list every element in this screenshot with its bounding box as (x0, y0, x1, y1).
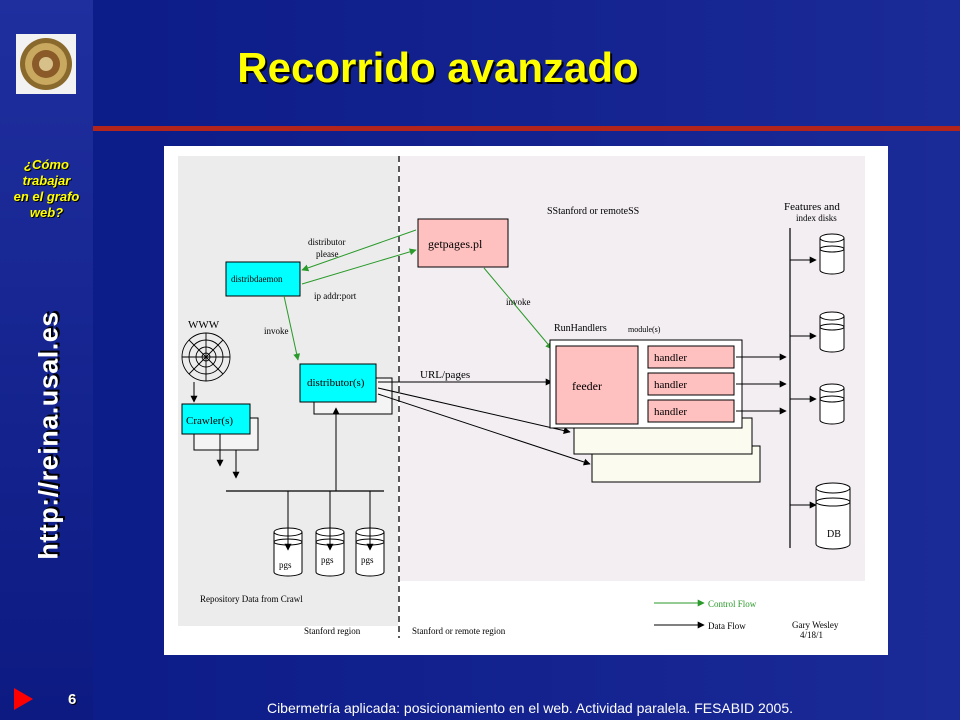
sidebar: ¿Cómo trabajar en el grafo web? http://r… (0, 0, 93, 720)
feeder-label: feeder (572, 379, 602, 393)
db-disk (815, 482, 851, 550)
distributor-label: distributor(s) (307, 377, 365, 389)
ip-addr-port-label: ip addr:port (314, 291, 357, 301)
www-globe-icon (181, 332, 231, 382)
handler-box-2 (647, 372, 735, 396)
control-flow-request (301, 229, 417, 272)
legend-data-label: Data Flow (708, 621, 746, 631)
pgs-label-3: pgs (361, 555, 374, 565)
data-flow-module-2 (377, 387, 571, 435)
slide-title: Recorrido avanzado (237, 44, 639, 91)
legend-control-label: Control Flow (708, 599, 757, 609)
crawler-label: Crawler(s) (186, 415, 233, 427)
handler-label-1: handler (654, 352, 687, 364)
page-number: 6 (68, 691, 77, 708)
index-disks-label: index disks (796, 213, 837, 223)
crawler-box (181, 403, 251, 435)
url-pages-label: URL/pages (420, 369, 470, 381)
getpages-label: getpages.pl (428, 237, 483, 251)
modules-label: module(s) (628, 325, 661, 334)
handler-box-1 (647, 345, 735, 369)
pgs-label-1: pgs (279, 560, 292, 570)
sidebar-question-line: web? (29, 205, 64, 220)
features-label: Features and (784, 201, 840, 213)
top-region-label: SStanford or remoteSS (547, 206, 639, 217)
distributor-please-line1: distributor (308, 237, 346, 247)
sidebar-question-line: ¿Cómo (24, 157, 69, 172)
handler-label-3: handler (654, 406, 687, 418)
sidebar-question-line: en el grafo (13, 189, 80, 204)
repository-label: Repository Data from Crawl (200, 594, 303, 604)
db-label: DB (827, 529, 841, 540)
sidebar-url-link[interactable]: http://reina.usal.es (33, 311, 64, 560)
distribdaemon-box (225, 261, 301, 297)
seal-icon (20, 38, 72, 90)
invoke-left-label: invoke (264, 326, 289, 336)
runhandlers-label: RunHandlers (554, 323, 607, 334)
diagram-svg: SStanford or remoteSS Features and index… (178, 156, 865, 640)
www-label: WWW (188, 319, 220, 331)
pgs-disk-1 (273, 527, 303, 577)
control-flow-reply (301, 248, 417, 285)
handler-label-2: handler (654, 379, 687, 391)
control-flow-invoke-handlers (483, 267, 553, 350)
sidebar-question-line: trabajar (22, 173, 71, 188)
pgs-label-2: pgs (321, 555, 334, 565)
next-arrow-icon[interactable] (14, 688, 33, 710)
footer-caption: Cibermetría aplicada: posicionamiento en… (266, 700, 794, 716)
title-divider (93, 126, 960, 131)
sidebar-question: ¿Cómo trabajar en el grafo web? (0, 157, 93, 221)
distribdaemon-label: distribdaemon (231, 274, 283, 284)
distributor-box (299, 363, 377, 403)
data-flow-module-3 (377, 393, 591, 466)
index-disk-2 (819, 311, 845, 353)
control-flow-invoke-distributor (283, 295, 301, 361)
remote-region-label: Stanford or remote region (412, 626, 506, 636)
distributor-please-line2: please (316, 249, 339, 259)
invoke-right-label: invoke (506, 297, 531, 307)
index-disk-3 (819, 383, 845, 425)
handler-box-3 (647, 399, 735, 423)
architecture-diagram: SStanford or remoteSS Features and index… (164, 146, 888, 655)
date-label: 4/18/1 (800, 630, 823, 640)
stanford-region-label: Stanford region (304, 626, 361, 636)
author-label: Gary Wesley (792, 620, 839, 630)
feeder-box (555, 345, 639, 425)
university-seal-logo (16, 34, 76, 94)
getpages-box (417, 218, 509, 268)
index-disk-1 (819, 233, 845, 275)
